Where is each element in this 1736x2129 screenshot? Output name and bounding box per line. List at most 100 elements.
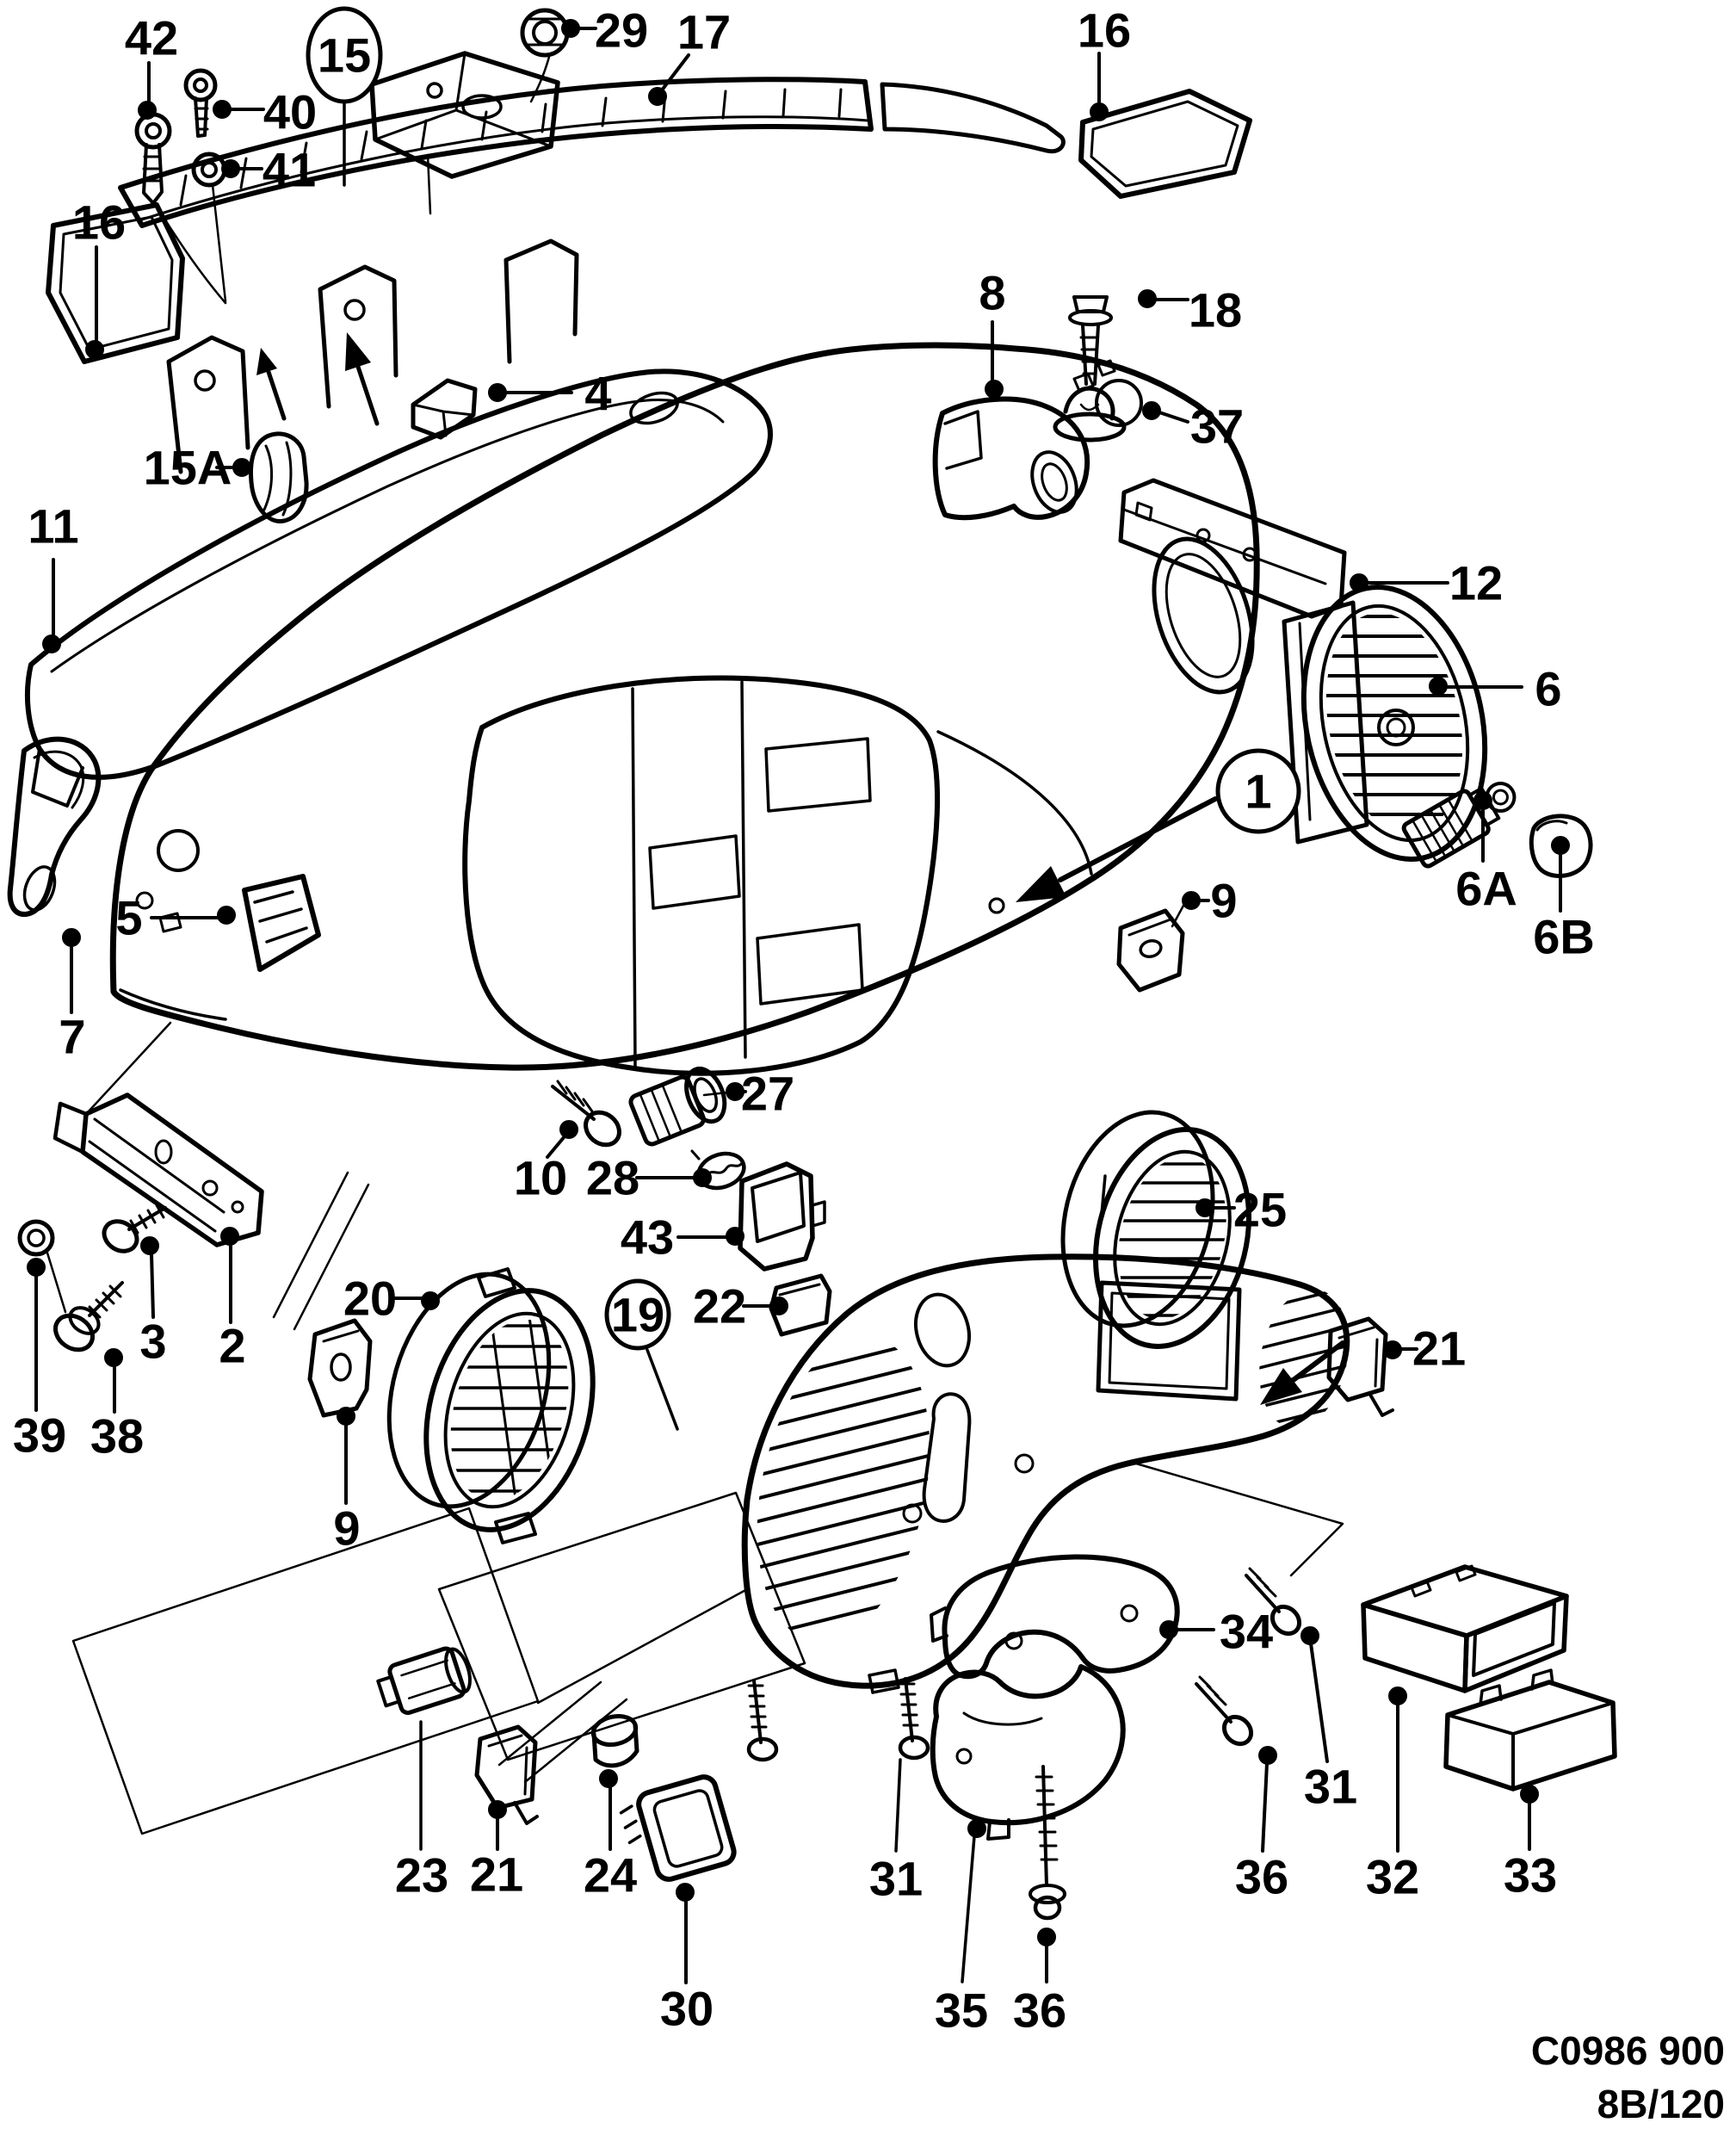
callout-label-29: 29 xyxy=(595,3,648,58)
callout-label-36: 36 xyxy=(1013,1984,1066,2038)
callout-label-20: 20 xyxy=(343,1272,397,1326)
part-11-carrier-frame xyxy=(24,238,773,808)
part-5-side-vent xyxy=(242,874,321,972)
callout-label-8: 8 xyxy=(979,266,1005,320)
part-30-switch xyxy=(619,1774,737,1882)
part-34-column-cover-upper xyxy=(930,1554,1180,1680)
callout-circle-19 xyxy=(604,1278,671,1351)
part-33-blanking-cover xyxy=(1443,1668,1617,1792)
drawing-page: 8B/120 xyxy=(1597,2082,1725,2126)
part-15a-clip xyxy=(248,431,309,523)
part-16-speaker-grille-left xyxy=(46,202,185,364)
part-23-lighter-element xyxy=(376,1646,472,1716)
part-21-clip-right xyxy=(1326,1316,1394,1417)
callout-label-7: 7 xyxy=(59,1010,85,1064)
arrowhead-15a-2 xyxy=(256,348,277,375)
callout-label-6A: 6A xyxy=(1455,862,1517,916)
part-10-screw xyxy=(551,1080,621,1148)
callout-label-16: 16 xyxy=(72,195,126,250)
part-31-screw-right xyxy=(1245,1567,1302,1637)
callout-label-11: 11 xyxy=(28,499,78,554)
part-35-column-cover-lower xyxy=(930,1664,1126,1841)
part-39-washer xyxy=(17,1219,55,1257)
part-41-washer xyxy=(191,152,227,303)
callout-label-18: 18 xyxy=(1189,283,1242,337)
arrowhead-21 xyxy=(1260,1368,1302,1405)
arrowhead-to-dash xyxy=(1016,866,1066,902)
callout-label-42: 42 xyxy=(125,11,178,65)
callout-label-31: 31 xyxy=(869,1852,923,1906)
callout-label-31: 31 xyxy=(1304,1760,1357,1814)
part-15-defroster-grille xyxy=(118,77,1066,228)
part-9-clip-right xyxy=(1116,908,1185,993)
callout-label-15: 15 xyxy=(318,28,371,83)
callout-label-15A: 15A xyxy=(144,441,232,495)
part-31-screw-middle xyxy=(746,1677,930,1762)
callout-label-19: 19 xyxy=(611,1288,664,1342)
part-6b-cap xyxy=(1529,814,1593,878)
callout-label-6B: 6B xyxy=(1533,910,1595,964)
callout-label-43: 43 xyxy=(621,1210,674,1265)
part-40-screw xyxy=(183,68,218,138)
arrows xyxy=(256,332,1345,1405)
callout-circle-15 xyxy=(306,6,383,104)
part-7-demister-duct xyxy=(7,736,102,917)
part-1-dashboard-panel xyxy=(109,342,1260,1076)
callout-label-28: 28 xyxy=(586,1151,639,1205)
part-38-bolt xyxy=(45,1248,124,1352)
callout-label-4: 4 xyxy=(584,367,611,421)
callout-label-22: 22 xyxy=(693,1279,746,1334)
part-37-grommet xyxy=(1053,386,1127,443)
callout-label-3: 3 xyxy=(139,1315,166,1369)
callout-label-12: 12 xyxy=(1449,556,1503,610)
part-36-screw-bottom xyxy=(1029,1765,1066,1921)
callout-label-34: 34 xyxy=(1220,1605,1273,1659)
part-18-screw xyxy=(1068,295,1113,386)
part-43-ashtray-housing xyxy=(738,1161,826,1272)
callout-label-21: 21 xyxy=(1412,1321,1466,1376)
part-21-clip-bottom xyxy=(474,1724,539,1825)
construction-lines xyxy=(71,1021,1344,1835)
callout-label-6: 6 xyxy=(1535,662,1561,716)
callout-label-21: 21 xyxy=(470,1847,523,1902)
part-9-clip-bottom-left xyxy=(307,1318,373,1418)
callout-label-36: 36 xyxy=(1235,1850,1288,1904)
part-2-bracket xyxy=(53,1092,264,1247)
callout-label-2: 2 xyxy=(219,1319,245,1373)
callout-label-9: 9 xyxy=(1210,874,1237,928)
callout-label-40: 40 xyxy=(263,85,317,139)
drawing-code: C0986 900 xyxy=(1531,2028,1725,2073)
callout-circle-1 xyxy=(1215,748,1301,834)
callout-label-1: 1 xyxy=(1245,764,1271,819)
arrowhead-15a-1 xyxy=(345,332,371,371)
part-8-air-duct xyxy=(932,396,1090,521)
callout-label-30: 30 xyxy=(660,1982,714,2036)
part-17-cover-plate xyxy=(369,51,560,179)
callout-label-38: 38 xyxy=(90,1409,144,1464)
callout-label-35: 35 xyxy=(935,1984,988,2038)
callout-label-37: 37 xyxy=(1190,399,1244,454)
callout-label-24: 24 xyxy=(584,1848,637,1903)
callout-label-27: 27 xyxy=(741,1067,794,1121)
callout-label-23: 23 xyxy=(395,1848,448,1903)
callout-label-9: 9 xyxy=(333,1501,360,1556)
callout-label-17: 17 xyxy=(677,5,731,59)
part-36-screw-right xyxy=(1195,1675,1254,1747)
callout-label-10: 10 xyxy=(514,1151,567,1205)
part-16-speaker-grille-right xyxy=(1078,89,1252,199)
callout-label-16: 16 xyxy=(1078,3,1131,58)
part-32-storage-box xyxy=(1361,1564,1569,1693)
part-3-screw xyxy=(102,1204,167,1253)
part-4-bracket-block xyxy=(411,378,478,440)
callout-label-39: 39 xyxy=(13,1408,66,1463)
part-24-knob xyxy=(590,1714,639,1768)
part-27-lighter-socket xyxy=(628,1066,727,1147)
callout-label-33: 33 xyxy=(1504,1848,1557,1903)
callout-label-32: 32 xyxy=(1366,1850,1419,1904)
callout-label-25: 25 xyxy=(1233,1183,1287,1237)
callout-label-5: 5 xyxy=(115,891,142,945)
callout-label-41: 41 xyxy=(263,143,316,197)
